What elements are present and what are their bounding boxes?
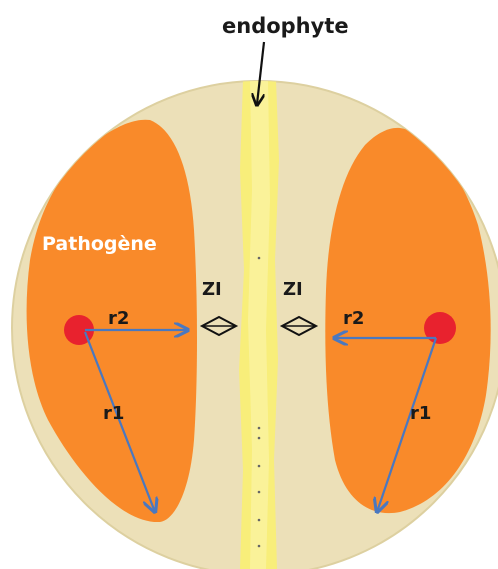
r2-label-left: r2 xyxy=(108,308,129,329)
r2-label-right: r2 xyxy=(343,308,364,329)
zi-label-right: ZI xyxy=(283,279,303,300)
pathogene-label: Pathogène xyxy=(42,233,157,255)
inoculum-dot-right xyxy=(424,312,456,344)
endophyte-label: endophyte xyxy=(222,14,349,38)
r1-label-right: r1 xyxy=(410,403,431,424)
zi-label-left: ZI xyxy=(202,279,222,300)
r1-label-left: r1 xyxy=(103,403,124,424)
